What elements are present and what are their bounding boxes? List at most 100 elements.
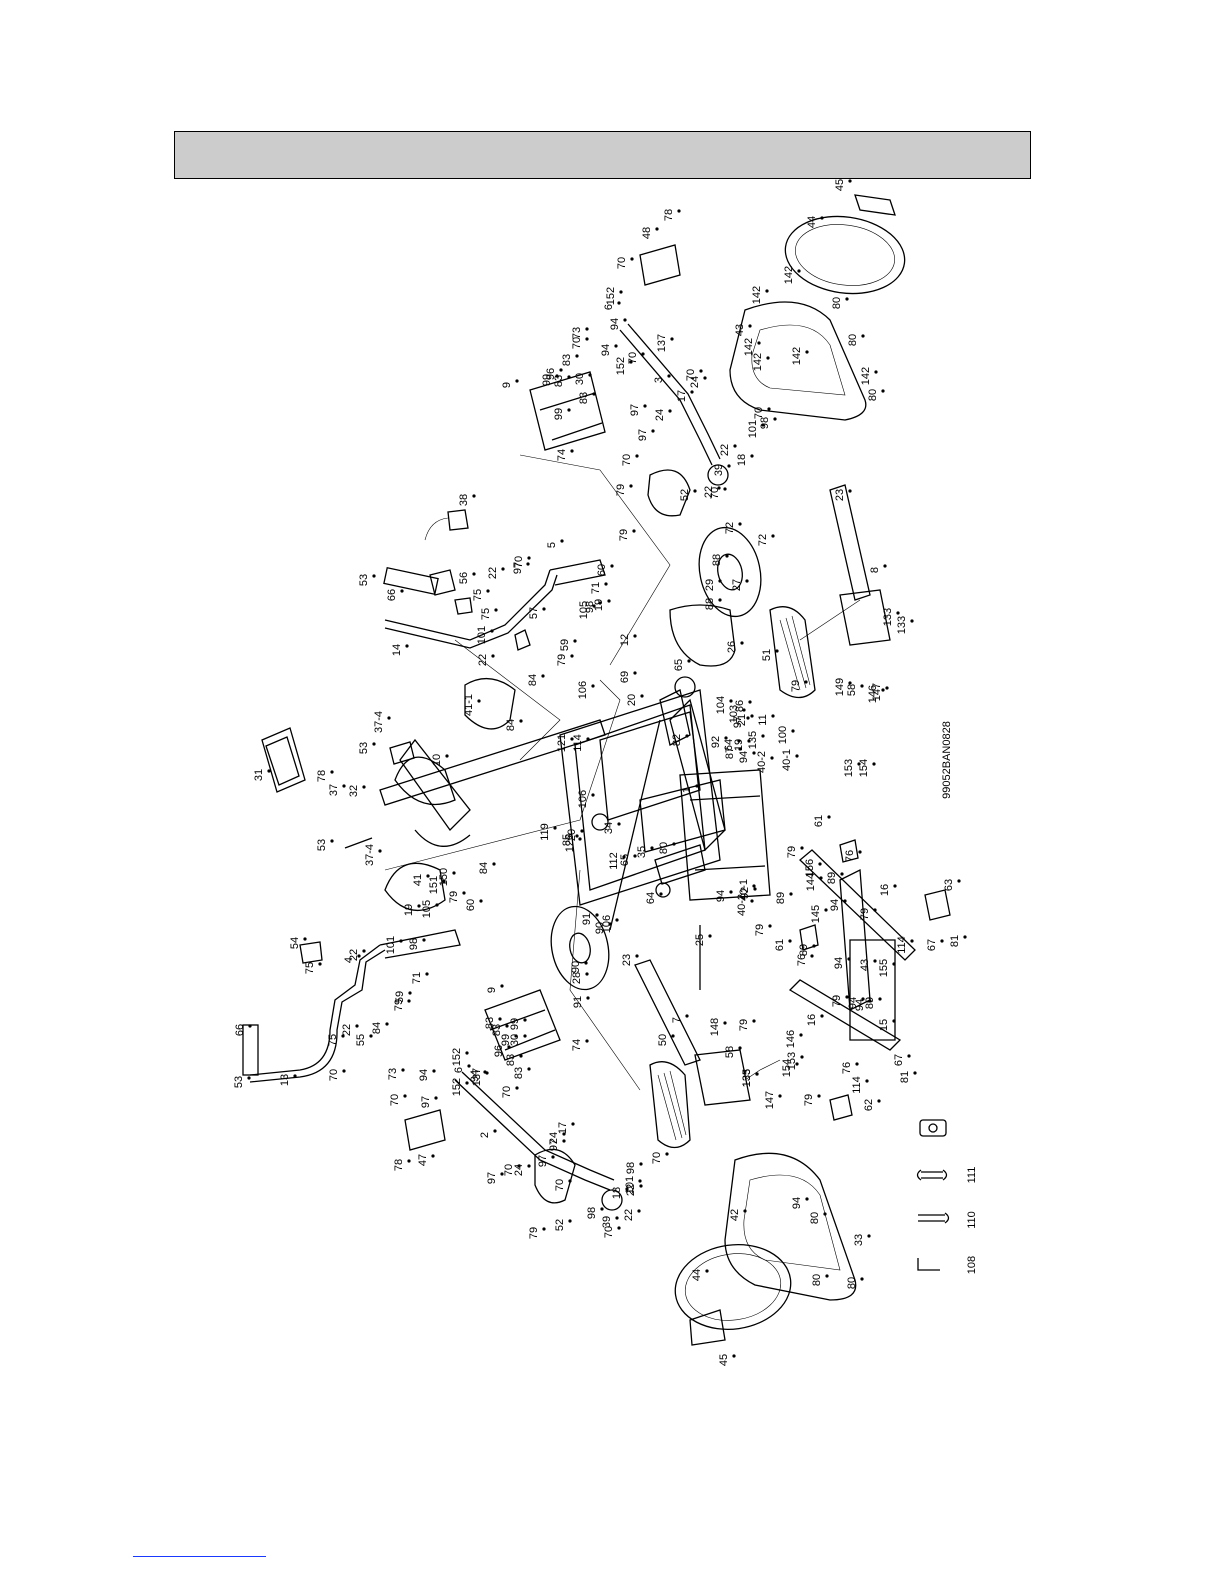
leader-dot xyxy=(592,604,596,608)
part-label-22: 22 xyxy=(348,949,360,961)
leader-dot xyxy=(462,891,466,895)
leader-dot xyxy=(573,639,577,643)
leader-dot xyxy=(848,179,852,183)
part-label-92: 92 xyxy=(710,736,722,748)
part-label-28: 28 xyxy=(571,972,583,984)
part-label-94: 94 xyxy=(847,997,859,1009)
leader-dot xyxy=(727,464,731,468)
part-label-76: 76 xyxy=(844,850,856,862)
part-label-44: 44 xyxy=(691,1269,703,1281)
part-label-91: 91 xyxy=(572,996,584,1008)
part-label-121: 121 xyxy=(556,734,568,752)
leader-dot xyxy=(541,674,545,678)
sensor-38 xyxy=(424,509,469,541)
part-label-39: 39 xyxy=(601,1216,613,1228)
part-label-20: 20 xyxy=(626,694,638,706)
leader-dot xyxy=(913,1071,917,1075)
part-label-89: 89 xyxy=(798,944,810,956)
leader-dot xyxy=(804,680,808,684)
part-label-94: 94 xyxy=(829,899,841,911)
leader-dot xyxy=(820,216,824,220)
part-label-112: 112 xyxy=(608,852,620,870)
leader-dot xyxy=(800,846,804,850)
leader-dot xyxy=(293,1074,297,1078)
part-label-18: 18 xyxy=(611,1187,623,1199)
leader-dot xyxy=(693,489,697,493)
belt-26 xyxy=(669,604,736,667)
part-label-21: 21 xyxy=(736,714,748,726)
part-label-94: 94 xyxy=(715,890,727,902)
leader-dot xyxy=(810,954,814,958)
leader-dot xyxy=(755,1072,759,1076)
leader-dot xyxy=(585,337,589,341)
foot-pedal-50 xyxy=(649,1061,691,1149)
part-label-83: 83 xyxy=(513,1067,525,1079)
part-label-104: 104 xyxy=(715,696,727,714)
part-label-70: 70 xyxy=(627,352,639,364)
part-label-78: 78 xyxy=(663,209,675,221)
leader-dot xyxy=(881,688,885,692)
part-label-17: 17 xyxy=(676,390,688,402)
part-label-13: 13 xyxy=(279,1074,291,1086)
part-label-154: 154 xyxy=(781,1059,793,1077)
leader-dot xyxy=(355,1024,359,1028)
part-label-94: 94 xyxy=(854,999,866,1011)
part-label-70: 70 xyxy=(571,337,583,349)
part-label-33: 33 xyxy=(853,1234,865,1246)
leader-dot xyxy=(639,1184,643,1188)
part-label-133: 133 xyxy=(882,608,894,626)
part-label-53: 53 xyxy=(358,742,370,754)
part-label-24: 24 xyxy=(513,1164,525,1176)
leader-dot xyxy=(639,1162,643,1166)
part-label-40-1: 40-1 xyxy=(738,879,750,901)
part-label-142: 142 xyxy=(752,353,764,371)
leader-dot xyxy=(885,686,889,690)
pedal-rail-8 xyxy=(829,484,891,646)
part-label-97: 97 xyxy=(629,404,641,416)
part-label-22: 22 xyxy=(477,654,489,666)
leader-dot xyxy=(622,855,626,859)
leader-dot xyxy=(575,354,579,358)
leader-dot xyxy=(591,684,595,688)
leader-dot xyxy=(442,879,446,883)
leader-dot xyxy=(825,1274,829,1278)
part-label-43: 43 xyxy=(859,959,871,971)
leader-dot xyxy=(768,924,772,928)
part-label-98: 98 xyxy=(759,417,771,429)
leader-dot xyxy=(723,1021,727,1025)
leader-dot xyxy=(570,737,574,741)
leader-dot xyxy=(860,1277,864,1281)
part-label-79: 79 xyxy=(556,654,568,666)
leader-dot xyxy=(738,747,742,751)
leader-dot xyxy=(747,739,751,743)
leader-dot xyxy=(848,681,852,685)
part-label-94: 94 xyxy=(738,751,750,763)
part-label-92: 92 xyxy=(739,887,751,899)
leader-dot xyxy=(718,579,722,583)
part-label-2: 2 xyxy=(479,1132,491,1138)
leader-dot xyxy=(501,567,505,571)
leader-dot xyxy=(341,1034,345,1038)
leader-dot xyxy=(817,1094,821,1098)
leader-dot xyxy=(434,1096,438,1100)
part-label-120: 120 xyxy=(564,834,576,852)
leader-dot xyxy=(687,659,691,663)
leader-dot xyxy=(883,564,887,568)
part-label-5: 5 xyxy=(546,542,558,548)
leader-dot xyxy=(614,344,618,348)
leader-dot xyxy=(877,1099,881,1103)
leader-dot xyxy=(619,290,623,294)
part-label-75: 75 xyxy=(304,962,316,974)
leader-dot xyxy=(940,939,944,943)
leader-dot xyxy=(387,716,391,720)
part-label-70: 70 xyxy=(328,1069,340,1081)
part-label-22: 22 xyxy=(625,1184,637,1196)
leader-dot xyxy=(737,739,741,743)
part-label-94: 94 xyxy=(791,1197,803,1209)
leader-dot xyxy=(580,829,584,833)
leader-dot xyxy=(542,1227,546,1231)
part-label-22: 22 xyxy=(719,444,731,456)
part-label-26: 26 xyxy=(726,641,738,653)
leader-dot xyxy=(855,1062,859,1066)
